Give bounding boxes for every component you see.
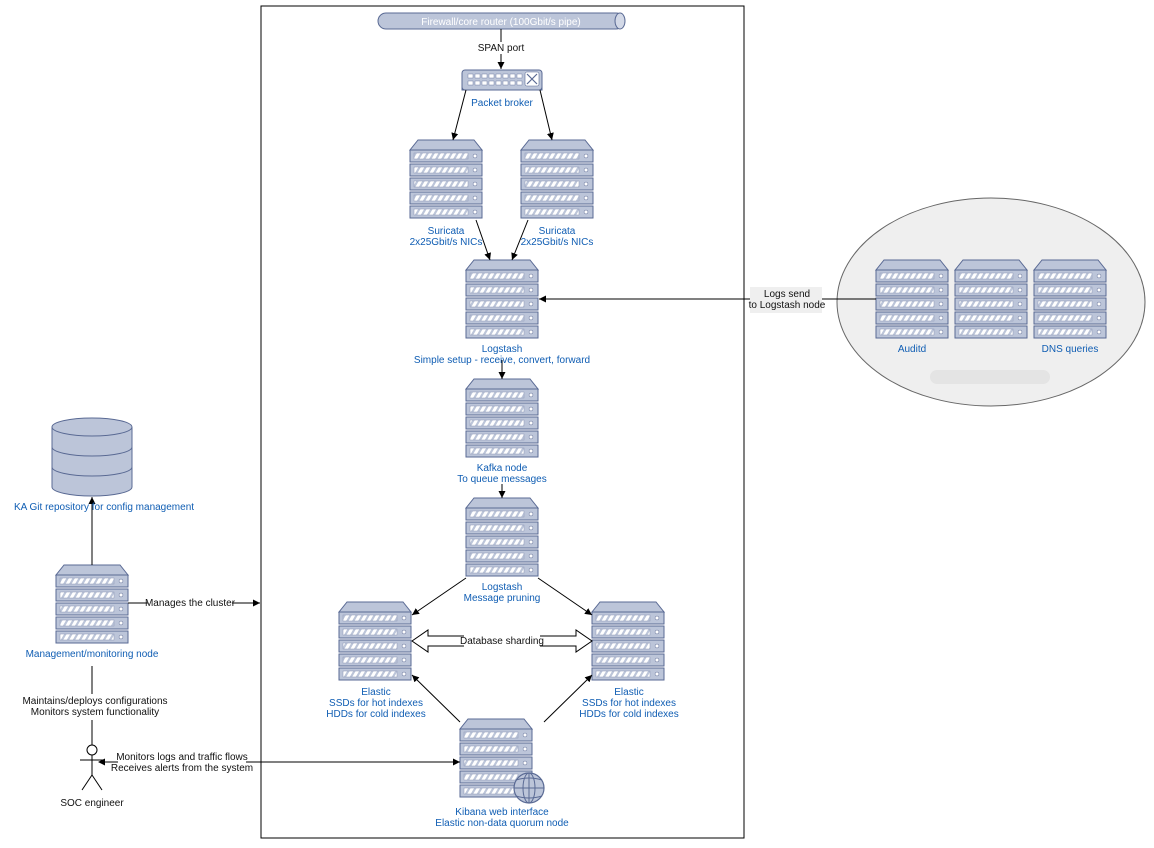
globe-icon <box>513 772 545 804</box>
kafka-server-icon[interactable] <box>465 378 539 458</box>
kafka-label: Kafka node <box>477 463 528 474</box>
router-label: Firewall/core router (100Gbit/s pipe) <box>421 17 581 28</box>
suricata-right-nics: 2x25Gbit/s NICs <box>521 237 594 248</box>
receives-alerts-label: Receives alerts from the system <box>111 763 253 774</box>
elastic-right-server-icon[interactable] <box>591 601 665 681</box>
elastic-left-ssd: SSDs for hot indexes <box>329 698 423 709</box>
middle-external-server-icon[interactable] <box>954 259 1028 339</box>
logstash-mid-label: Logstash <box>482 582 523 593</box>
db-sharding-label: Database sharding <box>460 636 544 647</box>
elastic-right-label: Elastic <box>614 687 643 698</box>
soc-monitors-label: Monitors system functionality <box>31 707 159 718</box>
elastic-right-hdd: HDDs for cold indexes <box>579 709 678 720</box>
logstash-top-desc: Simple setup - receive, convert, forward <box>414 355 590 366</box>
manages-cluster-label: Manages the cluster <box>145 598 236 609</box>
suricata-right-label: Suricata <box>539 226 576 237</box>
logstash-top-label: Logstash <box>482 344 523 355</box>
blurred-label <box>930 370 1050 384</box>
kibana-desc: Elastic non-data quorum node <box>435 818 569 829</box>
kafka-desc: To queue messages <box>457 474 547 485</box>
elastic-left-label: Elastic <box>361 687 390 698</box>
mgmt-node-label: Management/monitoring node <box>26 649 159 660</box>
span-port-label: SPAN port <box>478 43 525 54</box>
auditd-label: Auditd <box>898 344 926 355</box>
dns-server-icon[interactable] <box>1033 259 1107 339</box>
packet-broker-label: Packet broker <box>471 98 533 109</box>
logs-send-label: Logs send <box>764 289 810 300</box>
logstash-mid-server-icon[interactable] <box>465 497 539 577</box>
logstash-top-server-icon[interactable] <box>465 259 539 339</box>
elastic-left-server-icon[interactable] <box>338 601 412 681</box>
monitors-logs-label: Monitors logs and traffic flows <box>116 752 248 763</box>
git-repo-label: KA Git repository for config management <box>14 502 194 513</box>
database-icon[interactable] <box>51 417 133 497</box>
soc-maintains-label: Maintains/deploys configurations <box>22 696 167 707</box>
auditd-server-icon[interactable] <box>875 259 949 339</box>
suricata-left-server-icon[interactable] <box>409 139 483 219</box>
elastic-right-ssd: SSDs for hot indexes <box>582 698 676 709</box>
elastic-left-hdd: HDDs for cold indexes <box>326 709 425 720</box>
suricata-left-label: Suricata <box>428 226 465 237</box>
switch-icon[interactable] <box>461 69 543 91</box>
logstash-mid-desc: Message pruning <box>464 593 541 604</box>
soc-engineer-icon[interactable] <box>80 744 104 791</box>
logs-send-target: to Logstash node <box>749 300 826 311</box>
suricata-left-nics: 2x25Gbit/s NICs <box>410 237 483 248</box>
suricata-right-server-icon[interactable] <box>520 139 594 219</box>
dns-queries-label: DNS queries <box>1042 344 1099 355</box>
kibana-label: Kibana web interface <box>455 807 549 818</box>
management-server-icon[interactable] <box>55 564 129 644</box>
soc-engineer-label: SOC engineer <box>60 798 124 809</box>
